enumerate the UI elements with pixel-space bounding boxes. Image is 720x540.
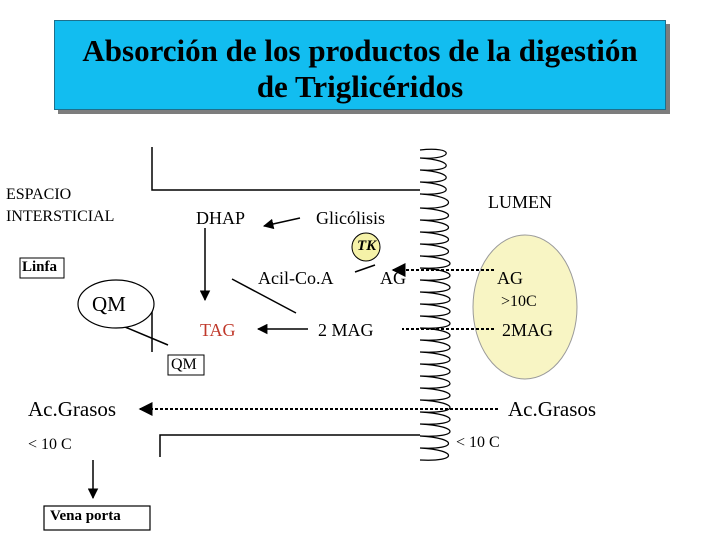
lt10c-right-label: < 10 C: [456, 434, 500, 451]
glicolisis-label: Glicólisis: [316, 208, 386, 228]
qm-small-box: [167, 354, 205, 376]
tk-label: TK: [357, 238, 377, 254]
acilcoa-label: Acil-Co.A: [258, 268, 334, 288]
acgrasos-right-label: Ac.Grasos: [508, 397, 597, 421]
ag-cell-label: AG: [380, 268, 406, 288]
dhap-label: DHAP: [196, 208, 246, 228]
vena-porta-box: [43, 505, 151, 531]
gt10c-label: >10C: [501, 293, 537, 310]
title-box: Absorción de los productos de la digesti…: [54, 20, 666, 110]
linfa-box: [19, 257, 65, 279]
title-line-2: de Triglicéridos: [256, 69, 464, 104]
vena-porta-label: Vena porta: [50, 508, 121, 524]
2mag-cell-label: 2 MAG: [318, 320, 374, 340]
cell-outline-bottom: [159, 434, 420, 457]
microvilli-border: [419, 148, 451, 461]
espacio-label: ESPACIO: [6, 186, 72, 203]
arrow-acilcoa-to-tag: [231, 278, 297, 314]
qm-ellipse: [77, 279, 155, 329]
lumen-label: LUMEN: [488, 192, 552, 212]
intersticial-label: INTERSTICIAL: [6, 208, 115, 225]
qm-big-label: QM: [92, 292, 126, 316]
arrow-ag-to-acilcoa: [354, 264, 376, 273]
cell-outline-top: [151, 147, 420, 191]
lt10c-left-label: < 10 C: [28, 436, 72, 453]
2mag-lumen-label: 2MAG: [502, 320, 554, 340]
ag-lumen-label: AG: [497, 268, 523, 288]
tk-circle: [351, 232, 381, 262]
acgrasos-left-label: Ac.Grasos: [28, 397, 117, 421]
tag-label: TAG: [200, 320, 236, 340]
lumen-ellipse: [472, 234, 578, 380]
qm-small-label: QM: [171, 356, 197, 373]
arrow-qm-to-interstitial: [124, 326, 169, 346]
title-line-1: Absorción de los productos de la digesti…: [82, 33, 638, 68]
arrow-glicolisis-to-dhap: [262, 217, 301, 230]
linfa-label: Linfa: [22, 259, 58, 275]
